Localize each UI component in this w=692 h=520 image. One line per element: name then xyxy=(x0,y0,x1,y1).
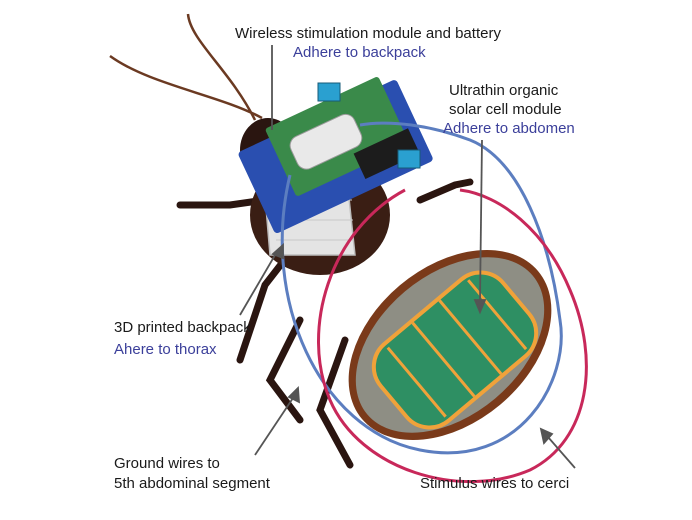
leg-hind-left xyxy=(316,336,354,469)
leader-lines xyxy=(239,45,576,469)
antenna-left xyxy=(186,13,257,121)
label-ground-line1: Ground wires to xyxy=(114,455,220,472)
label-solar-line2: solar cell module xyxy=(449,101,562,118)
solar-cell-module xyxy=(371,270,539,430)
leg-mid-right xyxy=(265,316,304,424)
label-backpack: 3D printed backpack xyxy=(114,319,251,336)
label-solar-line1: Ultrathin organic xyxy=(449,82,559,99)
label-ground-line2: 5th abdominal segment xyxy=(114,475,270,492)
stimulus-wire-loop xyxy=(317,188,588,483)
note-wireless-module: Adhere to backpack xyxy=(293,44,426,61)
note-solar: Adhere to abdomen xyxy=(443,120,575,137)
note-backpack: Ahere to thorax xyxy=(114,341,217,358)
antenna-right xyxy=(109,54,263,120)
label-stimulus: Stimulus wires to cerci xyxy=(420,475,570,492)
leg-front-right xyxy=(416,178,474,204)
label-wireless-module: Wireless stimulation module and battery xyxy=(235,25,501,42)
connector-right xyxy=(397,149,421,169)
connector-top xyxy=(317,82,341,102)
ground-wire-loop xyxy=(280,121,563,455)
